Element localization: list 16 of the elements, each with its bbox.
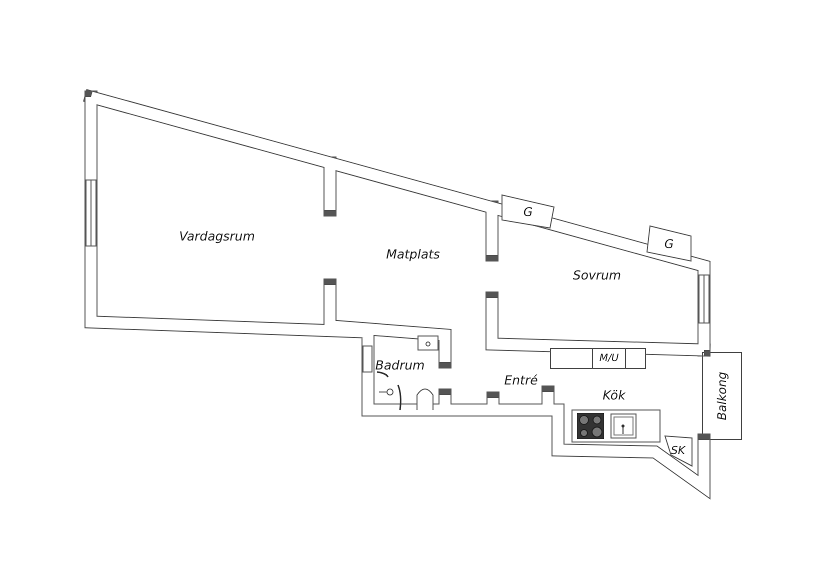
balcony-box bbox=[702, 352, 742, 440]
room-label: Sovrum bbox=[572, 268, 622, 282]
room-label: Badrum bbox=[375, 358, 425, 372]
room-label: Entré bbox=[504, 372, 538, 388]
room-label: Matplats bbox=[386, 246, 440, 262]
fixture-label: Balkong bbox=[715, 372, 729, 420]
room-label: Vardagsrum bbox=[179, 228, 255, 244]
cabinet-unit bbox=[550, 348, 646, 369]
fixture-label: SK bbox=[670, 444, 686, 456]
room-label: Kök bbox=[602, 388, 626, 402]
fixture-label: M/U bbox=[599, 353, 619, 364]
closet-box bbox=[663, 433, 693, 467]
fixture-label: G bbox=[523, 204, 533, 218]
wardrobe-box bbox=[501, 193, 555, 230]
wardrobe-box bbox=[646, 225, 692, 262]
fixture-label: G bbox=[664, 236, 674, 250]
